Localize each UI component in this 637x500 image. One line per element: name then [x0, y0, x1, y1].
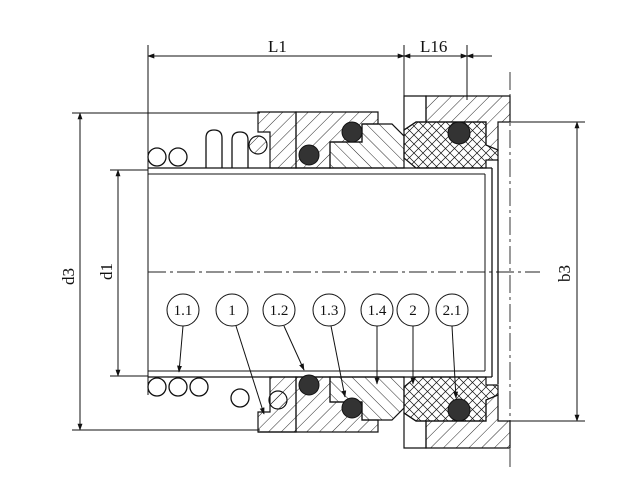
- callout-1: 1: [228, 303, 236, 319]
- callout-1-4: 1.4: [368, 303, 387, 319]
- dim-d1: d1: [97, 263, 116, 280]
- dim-b3: b3: [555, 265, 574, 282]
- callout-2-1: 2.1: [443, 303, 462, 319]
- dim-L1: L1: [268, 37, 287, 56]
- callout-1-1: 1.1: [174, 303, 193, 319]
- part-callouts: 1.1 1 1.2 1.3 1.4 2 2.1: [166, 293, 469, 415]
- lower-section: [147, 374, 511, 449]
- callout-2: 2: [409, 303, 417, 319]
- upper-section: [147, 95, 511, 169]
- dimension-labels: L1 L16 d3 d1 b3: [59, 37, 574, 285]
- dim-L16: L16: [420, 37, 447, 56]
- dimension-lines: [72, 45, 585, 431]
- centre-lines: [148, 72, 540, 470]
- callout-1-2: 1.2: [270, 303, 289, 319]
- dim-d3: d3: [59, 268, 78, 285]
- callout-1-3: 1.3: [320, 303, 339, 319]
